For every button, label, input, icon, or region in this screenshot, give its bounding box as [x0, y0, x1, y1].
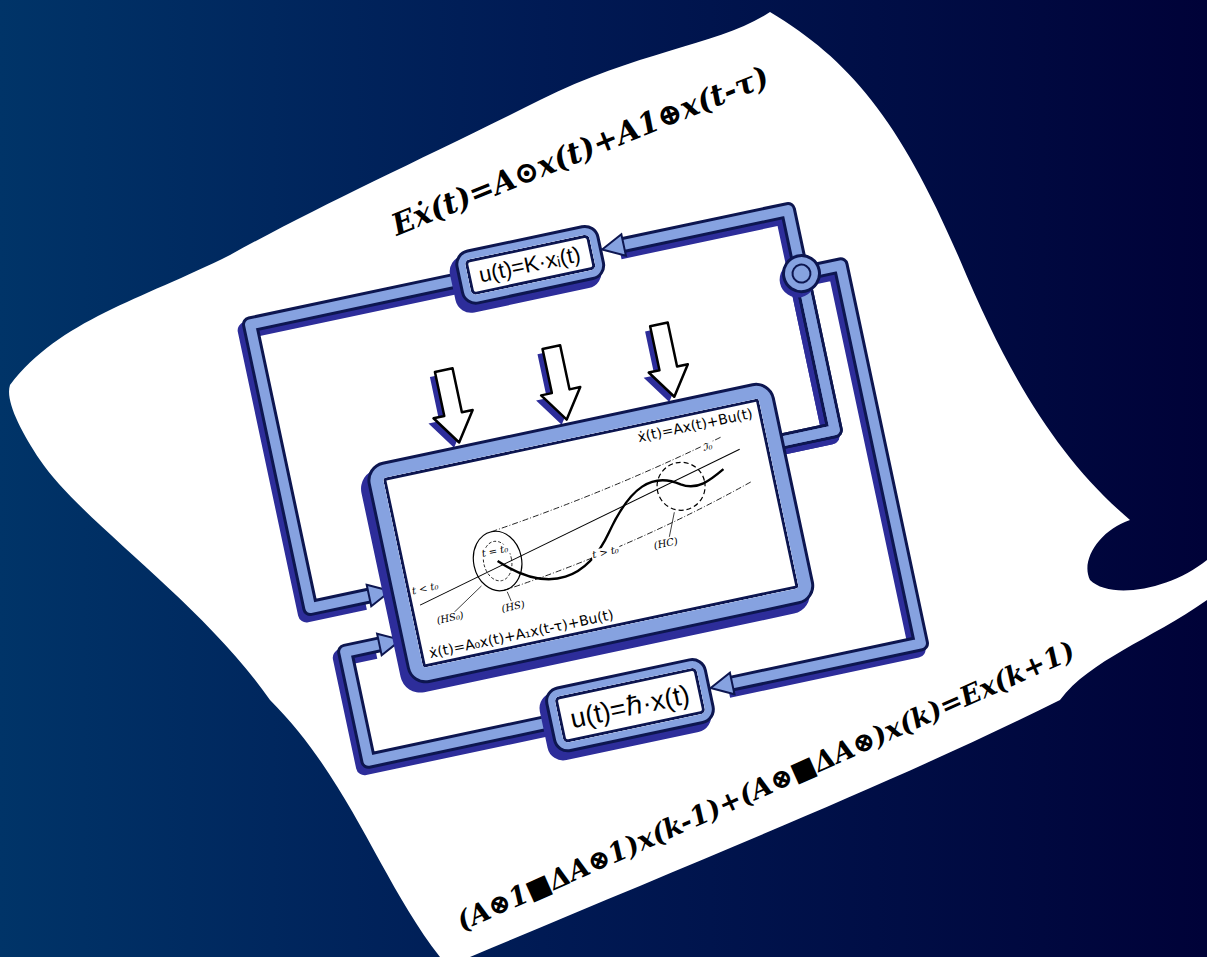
figure-label: ℑ₀ [701, 441, 715, 453]
summing-junction [775, 252, 824, 301]
tube-boundary [482, 437, 731, 532]
state-trajectory [488, 467, 738, 590]
figure-label: t < t₀ [410, 581, 440, 597]
initial-set [468, 527, 527, 596]
disturbance-arrow [639, 320, 694, 401]
disturbance-arrow [424, 366, 479, 447]
figure-label: (HS₀) [435, 610, 466, 626]
connector-outline-group [250, 202, 921, 766]
state-equation: ẋ(t)=Ax(t)+Bu(t) [636, 405, 754, 445]
disturbance-arrow [532, 343, 587, 424]
control-law: u(t)=K·xᵢ(t) [477, 241, 583, 288]
figure-label: (HC) [652, 536, 680, 551]
junction-core [791, 263, 812, 284]
figure-label: t > t₀ [590, 545, 620, 561]
time-axis [402, 449, 757, 605]
paper-sheet [9, 12, 1207, 957]
junction-ring [780, 252, 823, 295]
leader-line [507, 591, 511, 601]
leader-line [450, 586, 485, 612]
inner-set [480, 539, 516, 584]
figure-label: (HS) [500, 599, 527, 614]
leader-line [665, 512, 680, 537]
final-set [653, 458, 710, 515]
controller-box: u(t)=ℏ·x(t) [545, 658, 713, 751]
tube-boundary [492, 482, 763, 591]
control-law: u(t)=ℏ·x(t) [566, 674, 692, 735]
figure-label: t = t₀ [480, 544, 510, 560]
connector-shadow-group [246, 208, 917, 772]
system-equation: Eẋ(t)=A⊙x(t)+A1⊕x(t-τ) [386, 58, 774, 242]
controller-box: u(t)=K·xᵢ(t) [456, 226, 604, 304]
connector-group [250, 202, 921, 766]
